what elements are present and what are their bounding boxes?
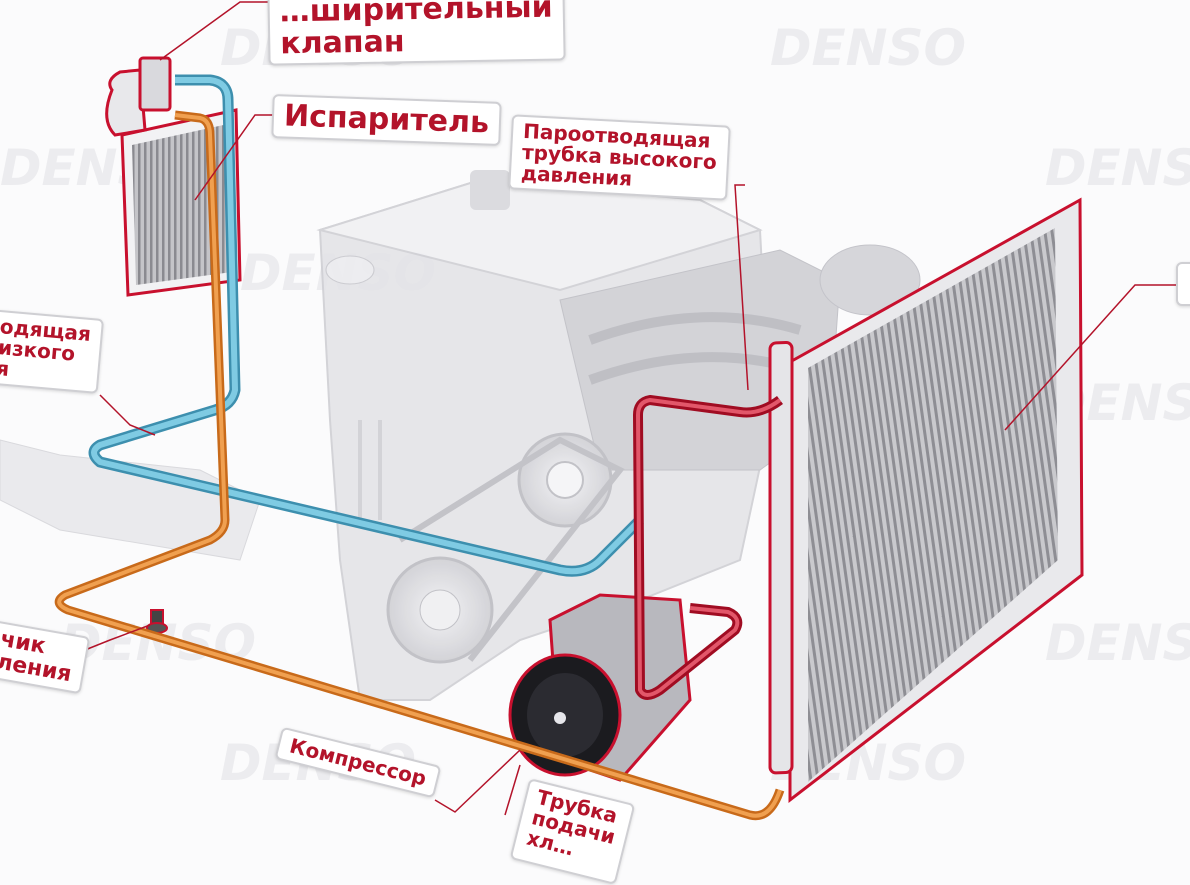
suction-line-highlight bbox=[91, 77, 643, 575]
pressure-sensor bbox=[146, 609, 168, 634]
condenser bbox=[768, 197, 1084, 804]
liquid-line-highlight bbox=[57, 113, 782, 818]
expansion-valve bbox=[138, 56, 172, 112]
discharge-line-highlight bbox=[636, 398, 782, 697]
ac-system-diagram: DENSO DENSO DENSO DENSO DENSO DENSO DENS… bbox=[0, 1, 1190, 821]
watermark-text: DENSO bbox=[770, 19, 966, 77]
leader-lines bbox=[84, 1, 1178, 816]
label-condenser: К bbox=[1176, 262, 1190, 306]
label-expansion-valve: …ширительный клапан bbox=[267, 0, 566, 66]
label-evaporator: Испаритель bbox=[271, 94, 502, 146]
watermark-text: DENSO bbox=[1045, 139, 1190, 197]
engine bbox=[0, 170, 921, 701]
watermark-text: DENSO bbox=[1045, 614, 1190, 672]
evaporator bbox=[105, 68, 242, 297]
label-suction-pipe: одящая изкого я bbox=[0, 309, 105, 394]
label-discharge-pipe: Пароотводящая трубка высокого давления bbox=[508, 114, 731, 201]
